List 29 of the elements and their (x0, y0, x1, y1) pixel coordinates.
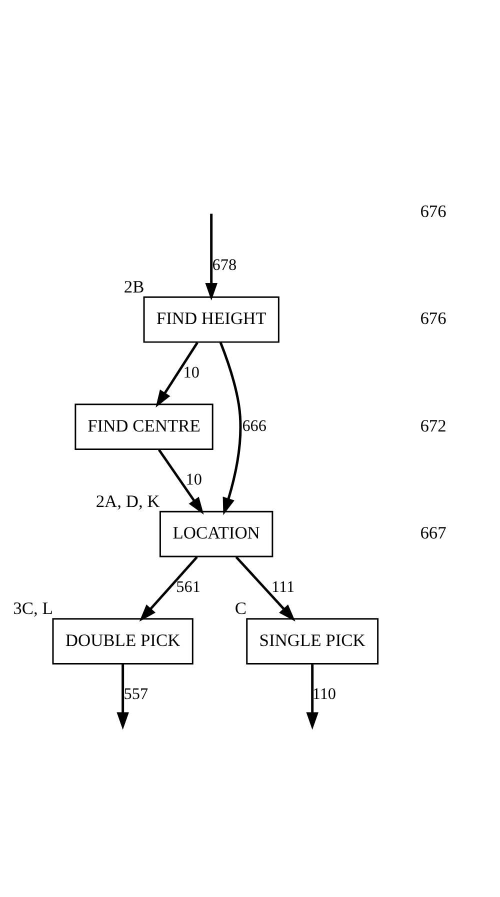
arrow (158, 449, 204, 515)
node-label: 2A, D, K (96, 490, 160, 511)
node-label: C (234, 598, 246, 618)
arrow (219, 342, 242, 516)
edge-label: 10 (183, 363, 200, 382)
label: 667 (420, 522, 446, 543)
edge-label: 111 (271, 578, 295, 596)
edge-label: 10 (186, 470, 202, 489)
edge-label: 557 (124, 685, 148, 704)
edge-label: 561 (176, 578, 200, 596)
edge-label: 110 (312, 685, 336, 704)
label: 676 (420, 308, 446, 328)
node-box: FIND HEIGHT (143, 296, 280, 343)
edge-label: 666 (242, 417, 267, 436)
arrow (156, 342, 198, 408)
arrow (116, 664, 129, 730)
label: 672 (420, 415, 446, 436)
edge-label: 678 (212, 256, 237, 274)
node-box: LOCATION (159, 510, 274, 558)
node-box: FIND CENTRE (74, 404, 214, 450)
node-box: SINGLE PICK (246, 618, 379, 665)
node-label: 3C, L (13, 598, 53, 618)
node-label: 2B (124, 276, 144, 296)
arrow (205, 214, 218, 301)
arrow (139, 556, 198, 622)
arrow (306, 664, 318, 730)
arrow (235, 556, 296, 622)
label: 676 (420, 200, 446, 221)
node-box: DOUBLE PICK (52, 618, 194, 665)
